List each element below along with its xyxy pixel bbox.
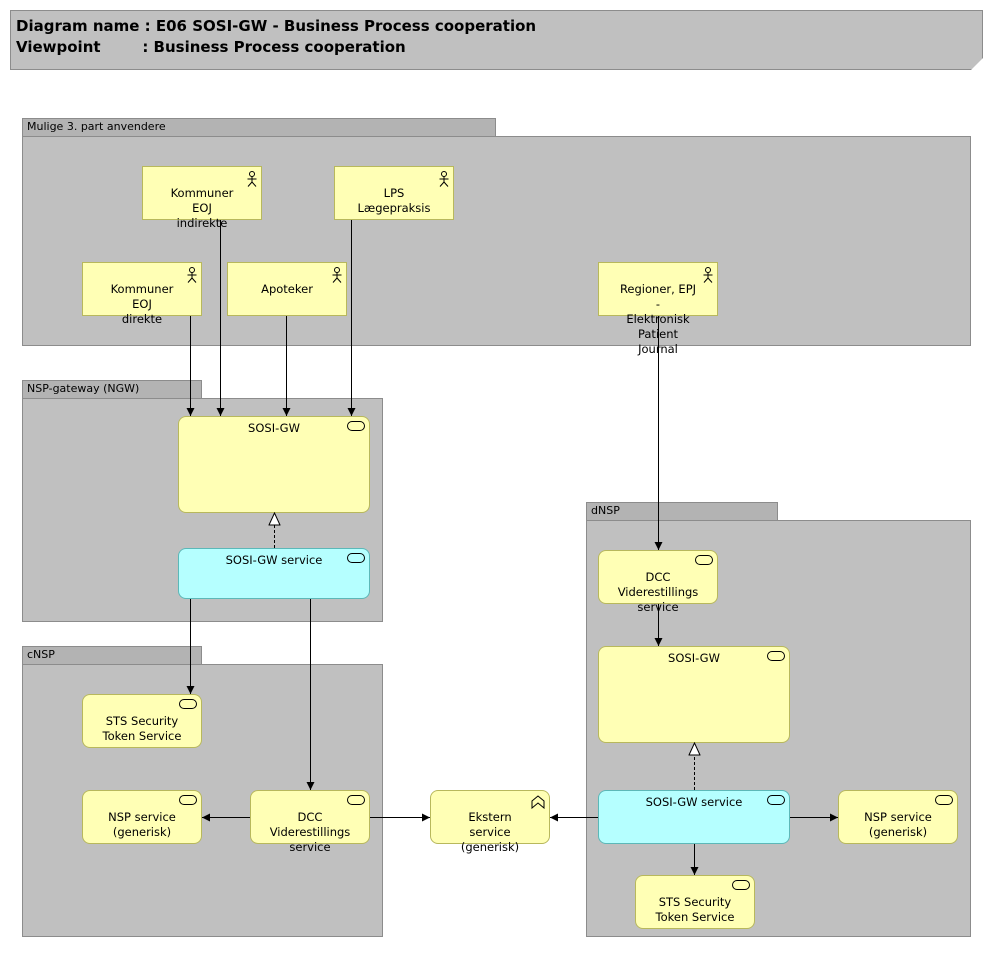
node-label: DCC Viderestillings service [269, 810, 351, 854]
diagram-name: Diagram name : E06 SOSI-GW - Business Pr… [16, 17, 537, 35]
service-icon [732, 880, 750, 890]
service-icon [767, 795, 785, 805]
node-label: NSP service (generisk) [108, 810, 176, 839]
cnsp-nsp-service[interactable]: NSP service (generisk) [82, 790, 202, 844]
actor-apoteker[interactable]: Apoteker [227, 262, 347, 316]
actor-icon [247, 171, 257, 187]
service-icon [935, 795, 953, 805]
node-label: STS Security Token Service [102, 714, 182, 743]
ekstern-service[interactable]: Ekstern service (generisk) [430, 790, 550, 854]
actor-icon [703, 267, 713, 283]
service-icon [347, 553, 365, 563]
cnsp-sts-service[interactable]: STS Security Token Service [82, 694, 202, 748]
service-icon [347, 421, 365, 431]
ngw-sosi-gw-service[interactable]: SOSI-GW service [178, 548, 370, 599]
node-label: SOSI-GW service [225, 553, 323, 567]
dnsp-sosi-gw-service[interactable]: SOSI-GW service [598, 790, 790, 844]
node-label: SOSI-GW [248, 421, 300, 435]
dnsp-dcc-service[interactable]: DCC Viderestillings service [598, 550, 718, 614]
group-ngw-tab: NSP-gateway (NGW) [22, 380, 202, 399]
node-label: STS Security Token Service [655, 895, 735, 924]
actor-icon [187, 267, 197, 283]
node-label: SOSI-GW [668, 651, 720, 665]
dnsp-nsp-service[interactable]: NSP service (generisk) [838, 790, 958, 844]
actor-label: Kommuner EOJ indirekte [170, 186, 234, 230]
ngw-sosi-gw[interactable]: SOSI-GW [178, 416, 370, 513]
interface-icon [531, 795, 545, 809]
node-label: Ekstern service (generisk) [460, 810, 520, 854]
actor-regioner-epj[interactable]: Regioner, EPJ - Elektronisk Patient Jour… [598, 262, 718, 356]
node-label: NSP service (generisk) [864, 810, 932, 839]
group-mulige-tab: Mulige 3. part anvendere [22, 118, 496, 137]
dnsp-sosi-gw[interactable]: SOSI-GW [598, 646, 790, 743]
service-icon [347, 795, 365, 805]
node-label: SOSI-GW service [645, 795, 743, 809]
service-icon [695, 555, 713, 565]
actor-label: LPS Lægepraksis [357, 186, 431, 215]
diagram-header: Diagram name : E06 SOSI-GW - Business Pr… [10, 10, 983, 70]
service-icon [179, 795, 197, 805]
dnsp-sts-service[interactable]: STS Security Token Service [635, 875, 755, 929]
viewpoint: Viewpoint : Business Process cooperation [16, 38, 406, 56]
service-icon [179, 699, 197, 709]
actor-kommuner-eoj-indirekte[interactable]: Kommuner EOJ indirekte [142, 166, 262, 230]
actor-lps[interactable]: LPS Lægepraksis [334, 166, 454, 220]
service-icon [767, 651, 785, 661]
actor-icon [439, 171, 449, 187]
actor-icon [332, 267, 342, 283]
actor-label: Apoteker [261, 282, 313, 296]
node-label: DCC Viderestillings service [617, 570, 699, 614]
header-corner [971, 58, 983, 70]
actor-label: Kommuner EOJ direkte [110, 282, 174, 326]
actor-kommuner-eoj-direkte[interactable]: Kommuner EOJ direkte [82, 262, 202, 326]
cnsp-dcc-service[interactable]: DCC Viderestillings service [250, 790, 370, 854]
